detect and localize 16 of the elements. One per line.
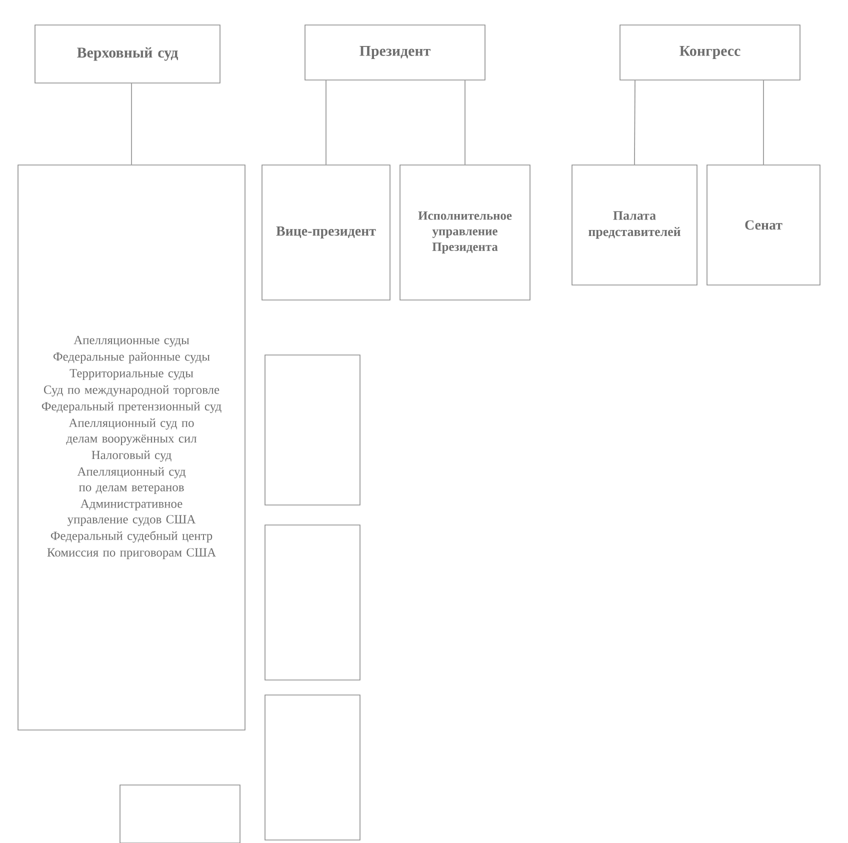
label-box: Исполнительное управление Президента [400,164,530,300]
connector-line [131,83,132,165]
empty-box [264,694,360,840]
label-box: Президент [304,24,486,80]
empty-box [120,784,240,843]
connector-line [464,80,466,165]
connector-line [634,80,636,165]
court-list-box: Апелляционные суды Федеральные районные суды Территориальные суды Суд по международной торговле Федеральный претензионный суд Апелляционный суд по делам вооружённых сил Налоговый суд Апелляционный суд по делам ветеранов Административное управление судов США Федеральный судебный центр Комиссия по приговорам США [18,164,246,730]
label-box: Вице-президент [262,164,390,300]
label-box: Верховный суд [34,24,220,84]
label-box: Палата представителей [572,164,698,286]
connector-line [763,80,764,165]
empty-box [264,524,360,680]
label-box: Сенат [706,164,820,286]
label-box: Конгресс [620,24,800,80]
empty-box [264,354,360,506]
